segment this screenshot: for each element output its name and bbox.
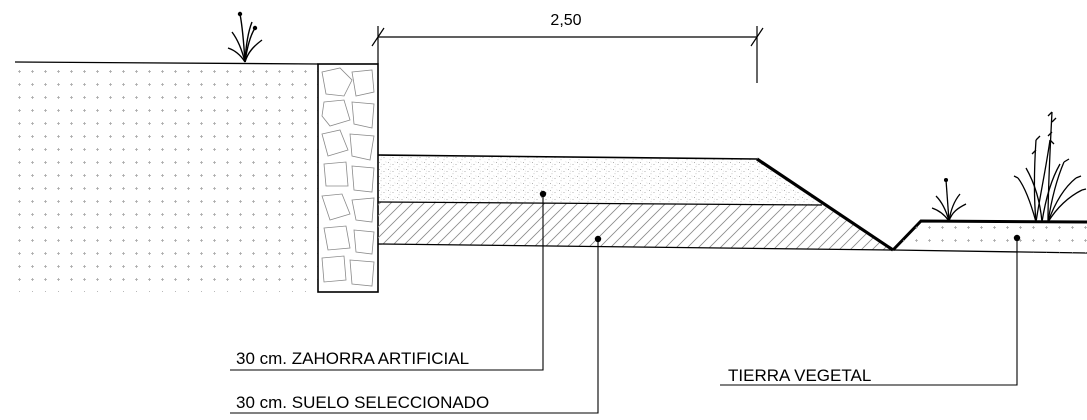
label-tierra: TIERRA VEGETAL <box>728 366 871 385</box>
leader-tierra <box>720 238 1018 386</box>
leader-dot <box>539 190 547 198</box>
leader-zahorra <box>230 194 544 371</box>
leader-suelo <box>230 239 599 414</box>
dimension-label: 2,50 <box>550 12 581 29</box>
stone-retaining-wall <box>317 63 379 293</box>
leader-dot <box>1013 234 1021 242</box>
section-lines <box>377 154 1087 254</box>
leader-dot <box>594 235 602 243</box>
plant-icon <box>931 177 967 222</box>
plant-icon <box>1013 111 1087 223</box>
tierra-vegetal-layer <box>894 222 1087 253</box>
dimension-line <box>371 26 764 83</box>
label-zahorra: 30 cm. ZAHORRA ARTIFICIAL <box>236 349 469 368</box>
label-suelo: 30 cm. SUELO SELECCIONADO <box>236 393 489 412</box>
zahorra-layer <box>378 155 822 205</box>
plant-icon <box>227 11 263 63</box>
suelo-layer <box>378 202 893 250</box>
terrain-left <box>14 61 319 292</box>
